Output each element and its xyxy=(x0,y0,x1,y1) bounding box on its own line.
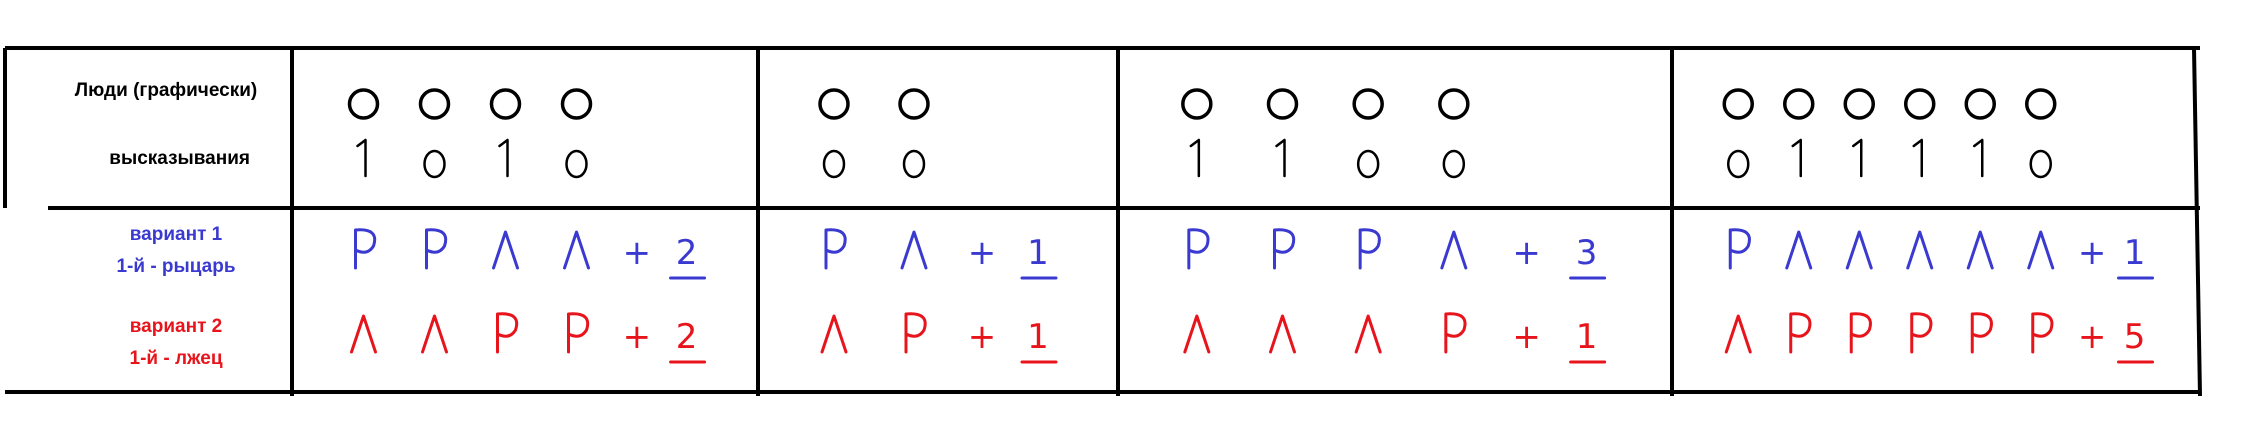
variant1-operator: + xyxy=(968,233,997,273)
person-circle xyxy=(1843,88,1875,120)
statement-mark xyxy=(1912,138,1923,178)
statement-mark xyxy=(356,138,367,178)
variant2-operator: + xyxy=(2078,317,2107,357)
variant2-role-mark xyxy=(421,314,448,354)
statement-mark xyxy=(1275,138,1286,178)
variant2-role-mark xyxy=(1183,314,1211,354)
variant2-role-mark xyxy=(1789,312,1812,354)
variant2-role-mark xyxy=(1724,314,1752,354)
person-circle xyxy=(418,88,451,120)
person-circle xyxy=(1783,88,1815,120)
variant1-result: 2 xyxy=(676,233,698,273)
table-grid xyxy=(3,46,2202,397)
variant2-role-mark xyxy=(350,314,377,354)
variant1-role-mark xyxy=(1358,228,1381,270)
variant1-role-mark xyxy=(1785,230,1813,270)
variant2-role-mark xyxy=(820,314,848,354)
person-circle xyxy=(1438,88,1470,120)
variant1-operator: + xyxy=(623,233,652,273)
variant2-role-mark xyxy=(1354,314,1382,354)
variant1-title: вариант 1 xyxy=(130,224,223,245)
variant1-role-mark xyxy=(1906,230,1934,270)
statement-mark xyxy=(822,149,846,179)
variant2-title: вариант 2 xyxy=(130,316,222,337)
statement-mark xyxy=(1973,138,1984,178)
variant2-subtitle: 1-й - лжец xyxy=(130,348,223,369)
variant2-operator: + xyxy=(1512,317,1541,357)
variant1-role-mark xyxy=(900,230,928,270)
person-circle xyxy=(1266,88,1299,120)
variant1-role-mark xyxy=(824,228,847,270)
variant1-subtitle: 1-й - рыцарь xyxy=(116,256,235,277)
person-circle xyxy=(347,88,380,120)
variant2-role-mark xyxy=(567,312,590,354)
variant2-role-mark xyxy=(1970,312,1993,354)
person-circle xyxy=(1181,88,1213,120)
statement-mark xyxy=(1189,138,1201,178)
variant2-role-mark xyxy=(1444,312,1467,354)
statement-mark xyxy=(2029,149,2052,179)
person-circle xyxy=(898,88,930,120)
variant1-result: 1 xyxy=(1027,233,1049,273)
person-circle xyxy=(489,88,522,120)
variant1-result: 1 xyxy=(2124,233,2146,273)
variant1-role-mark xyxy=(1273,228,1296,270)
right-border xyxy=(2192,47,2202,397)
statements-label: высказывания xyxy=(109,148,250,169)
variant1-operator: + xyxy=(1512,233,1541,273)
statement-mark xyxy=(1356,149,1380,179)
person-circle xyxy=(1964,88,1996,120)
person-circle xyxy=(560,88,593,120)
statement-mark xyxy=(1442,149,1466,179)
variant2-operator: + xyxy=(968,317,997,357)
statement-mark xyxy=(1791,138,1802,178)
statement-mark xyxy=(565,149,588,179)
handwritten-marks: +2 +2 +1 +1 +3 +1 +1 +5 xyxy=(347,88,2155,364)
variant1-role-mark xyxy=(2027,230,2055,270)
statement-mark xyxy=(902,149,926,179)
variant1-role-mark xyxy=(1966,230,1994,270)
variant2-result: 5 xyxy=(2124,317,2146,357)
variant1-role-mark xyxy=(1728,228,1751,270)
statement-mark xyxy=(1852,138,1863,178)
variant1-role-mark xyxy=(1440,230,1468,270)
person-circle xyxy=(1722,88,1754,120)
variant2-role-mark xyxy=(1269,314,1296,354)
person-circle xyxy=(1352,88,1384,120)
variant1-operator: + xyxy=(2078,233,2107,273)
variant2-result: 1 xyxy=(1027,317,1049,357)
statement-mark xyxy=(498,138,509,178)
person-circle xyxy=(1904,88,1936,120)
variant1-result: 3 xyxy=(1576,233,1598,273)
variant1-role-mark xyxy=(1845,230,1873,270)
person-circle xyxy=(818,88,850,120)
variant2-result: 2 xyxy=(676,317,698,357)
variant2-role-mark xyxy=(2031,312,2054,354)
people-label: Люди (графически) xyxy=(75,80,257,101)
statement-mark xyxy=(423,149,446,179)
statement-mark xyxy=(1727,149,1750,179)
variant2-role-mark xyxy=(1849,312,1872,354)
variant1-role-mark xyxy=(1187,228,1210,270)
variant2-result: 1 xyxy=(1576,317,1598,357)
variant1-role-mark xyxy=(425,228,448,270)
variant1-role-mark xyxy=(492,230,519,270)
variant2-role-mark xyxy=(904,312,927,354)
variant1-role-mark xyxy=(354,228,377,270)
variant2-operator: + xyxy=(623,317,652,357)
variant2-role-mark xyxy=(496,312,519,354)
variant2-role-mark xyxy=(1910,312,1933,354)
variant1-role-mark xyxy=(563,230,590,270)
person-circle xyxy=(2025,88,2057,120)
